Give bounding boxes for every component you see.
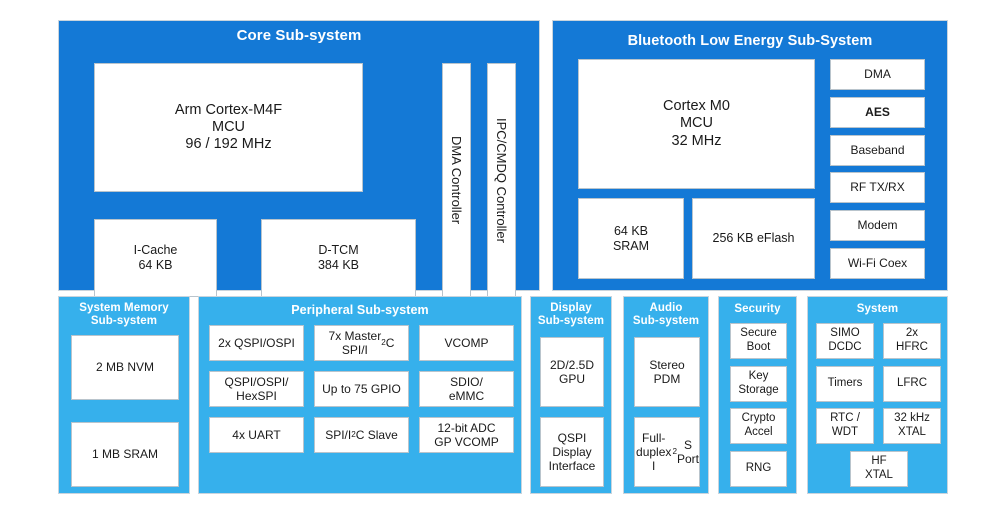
- core-cpu-block: Arm Cortex-M4F MCU 96 / 192 MHz: [94, 63, 363, 192]
- ble-block-wi-fi-coex: Wi-Fi Coex: [830, 248, 925, 279]
- peripheral-block-gpio: Up to 75 GPIO: [314, 371, 409, 407]
- core-icache-block: I-Cache 64 KB: [94, 219, 217, 297]
- system-memory-block-list: 2 MB NVM 1 MB SRAM: [71, 335, 179, 487]
- peripheral-block-qspi-ospi-hexspi: QSPI/OSPI/HexSPI: [209, 371, 304, 407]
- system-memory-subsystem-title: System Memory Sub-system: [79, 302, 169, 327]
- system-subsystem-title: System: [856, 303, 899, 315]
- ble-block-modem: Modem: [830, 210, 925, 241]
- ble-cpu-block: Cortex M0 MCU 32 MHz: [578, 59, 815, 189]
- peripheral-subsystem-title: Peripheral Sub-system: [291, 303, 429, 317]
- display-subsystem-title: Display Sub-system: [537, 302, 605, 327]
- ble-sram-block: 64 KB SRAM: [578, 198, 684, 279]
- system-block-timers: Timers: [816, 366, 874, 402]
- system-memory-block-1-mb-sram: 1 MB SRAM: [71, 422, 179, 487]
- system-block-lfrc: LFRC: [883, 366, 941, 402]
- peripheral-block-sdio-emmc: SDIO/eMMC: [419, 371, 514, 407]
- core-dma-controller-block: DMA Controller: [442, 63, 471, 297]
- ble-subsystem-panel: Bluetooth Low Energy Sub-System Cortex M…: [552, 20, 948, 291]
- core-dtcm-block: D-TCM 384 KB: [261, 219, 416, 297]
- system-memory-block-2-mb-nvm: 2 MB NVM: [71, 335, 179, 400]
- peripheral-subsystem-panel: Peripheral Sub-system 2x QSPI/OSPI 7x Mas…: [198, 296, 522, 494]
- audio-subsystem-title: Audio Sub-system: [632, 302, 700, 327]
- peripheral-block-qspi-ospi: 2x QSPI/OSPI: [209, 325, 304, 361]
- system-block-rtc-wdt: RTC /WDT: [816, 408, 874, 444]
- core-subsystem-panel: Core Sub-system Arm Cortex-M4F MCU 96 / …: [58, 20, 540, 297]
- ble-subsystem-title: Bluetooth Low Energy Sub-System: [627, 33, 873, 49]
- ble-block-aes: AES: [830, 97, 925, 128]
- system-memory-subsystem-panel: System Memory Sub-system 2 MB NVM 1 MB SR…: [58, 296, 190, 494]
- ble-block-baseband: Baseband: [830, 135, 925, 166]
- ble-block-rf-tx-rx: RF TX/RX: [830, 172, 925, 203]
- core-subsystem-title: Core Sub-system: [236, 27, 362, 44]
- core-ipc-cmdq-controller-block: IPC/CMDQ Controller: [487, 63, 516, 297]
- ble-eflash-block: 256 KB eFlash: [692, 198, 815, 279]
- peripheral-block-vcomp: VCOMP: [419, 325, 514, 361]
- peripheral-block-uart: 4x UART: [209, 417, 304, 453]
- security-subsystem-title: Security: [734, 303, 781, 315]
- ble-block-dma: DMA: [830, 59, 925, 90]
- security-block-rng: RNG: [730, 451, 787, 487]
